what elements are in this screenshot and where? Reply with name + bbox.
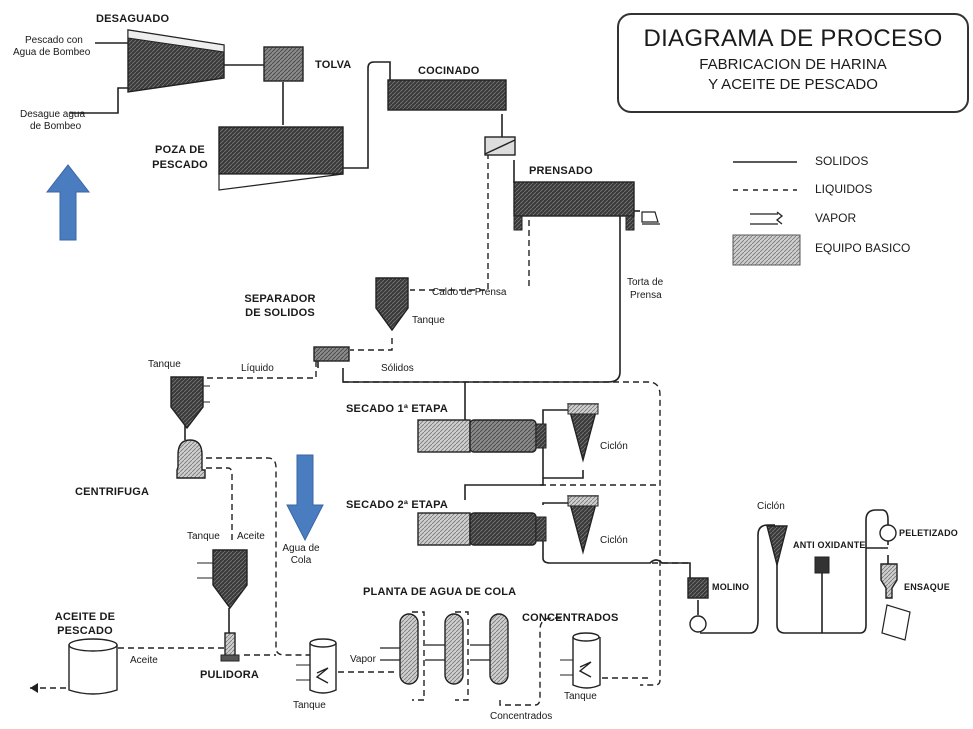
label-concentrados-flow: Concentrados xyxy=(490,711,553,722)
separador-equipment xyxy=(313,346,350,362)
label-peletizado: PELETIZADO xyxy=(899,528,959,538)
evaporador-1 xyxy=(399,613,419,685)
label-vapor: Vapor xyxy=(350,654,376,665)
label-planta-agua-cola: PLANTA DE AGUA DE COLA xyxy=(363,586,517,598)
arrow-up-icon xyxy=(45,164,91,241)
ciclon1-return-line xyxy=(542,440,584,479)
secado1-stage-b xyxy=(469,419,537,453)
label-tanque-agua-cola: Tanque xyxy=(293,700,326,711)
desague-outlet-line xyxy=(70,87,128,114)
label-ensaque: ENSAQUE xyxy=(904,582,950,592)
pulidora-equipment xyxy=(224,632,236,659)
ciclon-to-peletizado-line xyxy=(776,509,889,634)
label-tanque-liquido: Tanque xyxy=(148,359,181,370)
secado2-stage-b xyxy=(469,512,537,546)
label-pescado-2: Agua de Bombeo xyxy=(13,47,91,58)
secado1-to-secado2-line xyxy=(464,478,544,500)
cocinado-equipment xyxy=(387,79,507,111)
label-desaguado: DESAGUADO xyxy=(96,13,170,25)
prensa-outlet-box xyxy=(641,211,660,225)
evaporador-2 xyxy=(444,613,464,685)
tanque-liquido xyxy=(170,376,204,430)
antioxidante-equipment xyxy=(814,556,830,574)
prensado-equipment xyxy=(513,181,635,217)
label-ciclon-2: Ciclón xyxy=(600,535,628,546)
label-caldo: Caldo de Prensa xyxy=(432,287,507,298)
arrow-down-icon xyxy=(286,454,324,542)
label-solidos: Sólidos xyxy=(381,363,414,374)
legend-vapor: VAPOR xyxy=(815,211,857,225)
label-prensado: PRENSADO xyxy=(529,165,593,177)
bag-icon xyxy=(881,604,911,641)
poza-to-cocinado-line xyxy=(343,61,391,169)
label-molino: MOLINO xyxy=(712,582,750,592)
label-tanque-aceite: Tanque xyxy=(187,531,220,542)
caldo-line-1 xyxy=(410,143,489,291)
label-agua-cola-1: Agua de xyxy=(282,543,320,554)
molino-equipment xyxy=(687,577,709,599)
label-aceite-flow: Aceite xyxy=(237,531,265,542)
label-poza-1: POZA DE xyxy=(155,144,205,156)
legend-liquidos: LIQUIDOS xyxy=(815,182,873,196)
label-tanque-caldo: Tanque xyxy=(412,315,445,326)
label-aceite-1: ACEITE DE xyxy=(54,611,116,623)
label-desague-1: Desague agua xyxy=(20,109,86,120)
tanque-to-separador-line xyxy=(350,338,393,351)
legend-hatched-box-icon xyxy=(732,234,801,266)
centrifuga-equipment xyxy=(176,439,206,479)
label-concentrados: CONCENTRADOS xyxy=(522,612,619,624)
label-ciclon-3: Ciclón xyxy=(757,501,785,512)
peletizado-equipment xyxy=(879,524,897,542)
label-aceite-out: Aceite xyxy=(130,655,158,666)
aceite-tank xyxy=(68,638,118,695)
tolva-equipment xyxy=(263,46,304,82)
label-separador-2: DE SOLIDOS xyxy=(245,307,315,319)
poza-equipment xyxy=(218,126,344,175)
label-poza-2: PESCADO xyxy=(152,159,208,171)
label-liquido: Líquido xyxy=(241,363,274,374)
label-tanque-concentrados: Tanque xyxy=(564,691,597,702)
label-torta-1: Torta de xyxy=(627,277,664,288)
label-tolva: TOLVA xyxy=(315,59,352,71)
label-antioxidante: ANTI OXIDANTE xyxy=(793,540,866,550)
title-box: DIAGRAMA DE PROCESO FABRICACION DE HARIN… xyxy=(617,13,969,113)
label-secado-2: SECADO 2ª ETAPA xyxy=(346,499,449,511)
secado2-to-ciclon-line xyxy=(542,502,568,505)
label-cocinado: COCINADO xyxy=(418,65,480,77)
ensaque-equipment xyxy=(880,563,898,599)
secado1-to-ciclon-line xyxy=(542,409,568,440)
label-desague-2: de Bombeo xyxy=(30,121,82,132)
diagram-subtitle-1: FABRICACION DE HARINA xyxy=(699,56,887,73)
ciclon-3 xyxy=(766,525,788,566)
label-pulidora: PULIDORA xyxy=(200,669,260,681)
legend-vapor-icon xyxy=(750,211,784,225)
tanque-aceite xyxy=(212,549,248,610)
tanque-agua-cola xyxy=(309,638,337,694)
legend-equipo-basico: EQUIPO BASICO xyxy=(815,241,911,255)
evaporador-3 xyxy=(489,613,509,685)
label-torta-2: Prensa xyxy=(630,290,662,301)
concentrados-line xyxy=(499,617,565,706)
molino-fan xyxy=(689,615,707,633)
diagram-title: DIAGRAMA DE PROCESO xyxy=(643,25,943,52)
diagram-subtitle-2: Y ACEITE DE PESCADO xyxy=(708,76,878,93)
secado1-stage-a xyxy=(417,419,471,453)
tanque-caldo xyxy=(375,277,409,332)
label-agua-cola-2: Cola xyxy=(290,555,312,566)
label-secado-1: SECADO 1ª ETAPA xyxy=(346,403,449,415)
label-aceite-2: PESCADO xyxy=(57,625,113,637)
label-separador-1: SEPARADOR xyxy=(244,293,316,305)
molino-to-ciclon-line xyxy=(700,524,775,634)
legend-solidos: SOLIDOS xyxy=(815,154,869,168)
label-pescado-1: Pescado con xyxy=(25,35,83,46)
label-ciclon-1: Ciclón xyxy=(600,441,628,452)
centrifuga-aceite-line xyxy=(206,467,233,540)
aceite-out-arrow xyxy=(30,683,38,693)
tanque-concentrados xyxy=(572,632,601,689)
secado2-stage-a xyxy=(417,512,471,546)
agua-cola-line xyxy=(206,457,310,656)
liquido-line xyxy=(204,361,317,379)
label-centrifuga: CENTRIFUGA xyxy=(75,486,150,498)
